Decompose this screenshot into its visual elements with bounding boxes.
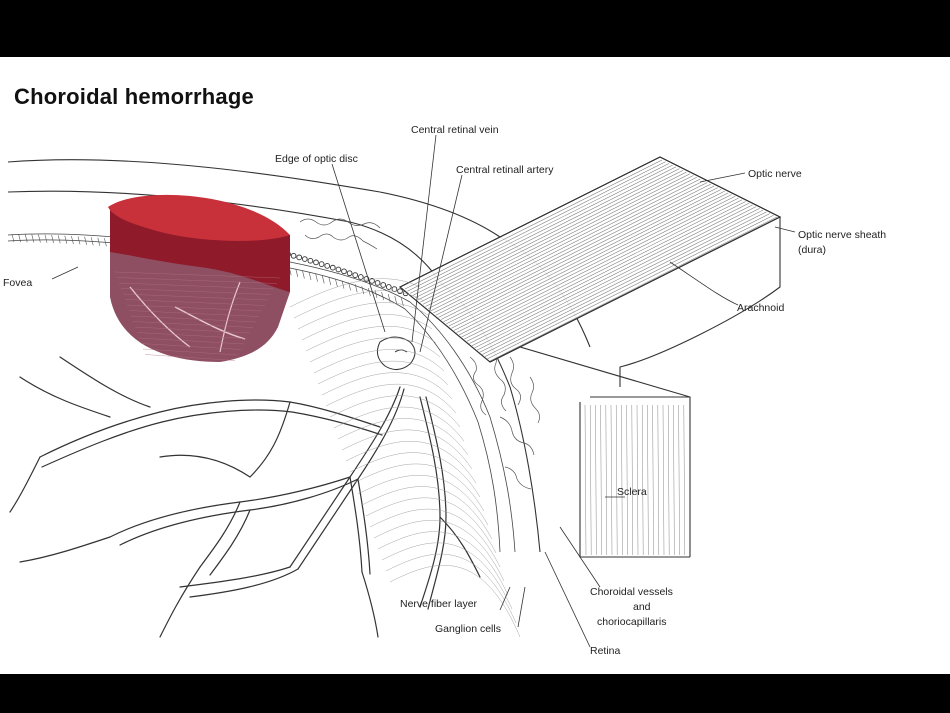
retina-fiber-strands bbox=[289, 278, 521, 638]
optic-nerve bbox=[399, 156, 782, 558]
diagram: Central retinal vein Edge of optic disc … bbox=[3, 124, 886, 657]
slide: Choroidal hemorrhage bbox=[0, 57, 950, 674]
label-choriocapillaris: choriocapillaris bbox=[597, 616, 666, 628]
label-edge-of-optic-disc: Edge of optic disc bbox=[275, 153, 358, 165]
label-fovea: Fovea bbox=[3, 277, 32, 289]
label-optic-nerve: Optic nerve bbox=[748, 168, 802, 180]
letterbox-bottom bbox=[0, 674, 950, 713]
optic-nerve-fibers bbox=[404, 159, 778, 362]
label-central-retinal-vein: Central retinal vein bbox=[411, 124, 499, 136]
label-arachnoid: Arachnoid bbox=[737, 302, 784, 314]
label-sclera: Sclera bbox=[617, 486, 647, 498]
label-optic-nerve-sheath: Optic nerve sheath bbox=[798, 229, 886, 241]
leader-lines bbox=[51, 134, 796, 648]
label-choroidal-vessels: Choroidal vessels bbox=[590, 586, 673, 598]
label-choroidal-vessels-and: and bbox=[633, 601, 651, 613]
sclera-fibers bbox=[584, 404, 686, 556]
choroidal-hemorrhage bbox=[108, 194, 290, 362]
retinal-vessels bbox=[9, 356, 481, 638]
optic-disc bbox=[376, 336, 416, 370]
label-retina: Retina bbox=[590, 645, 621, 657]
label-central-retinal-artery: Central retinall artery bbox=[456, 164, 554, 176]
label-nerve-fiber-layer: Nerve fiber layer bbox=[400, 598, 478, 610]
label-optic-nerve-sheath-dura: (dura) bbox=[798, 244, 826, 256]
hemorrhage-shading bbox=[114, 271, 281, 361]
slide-title: Choroidal hemorrhage bbox=[14, 84, 254, 109]
letterbox-top bbox=[0, 0, 950, 57]
label-ganglion-cells: Ganglion cells bbox=[435, 623, 501, 635]
